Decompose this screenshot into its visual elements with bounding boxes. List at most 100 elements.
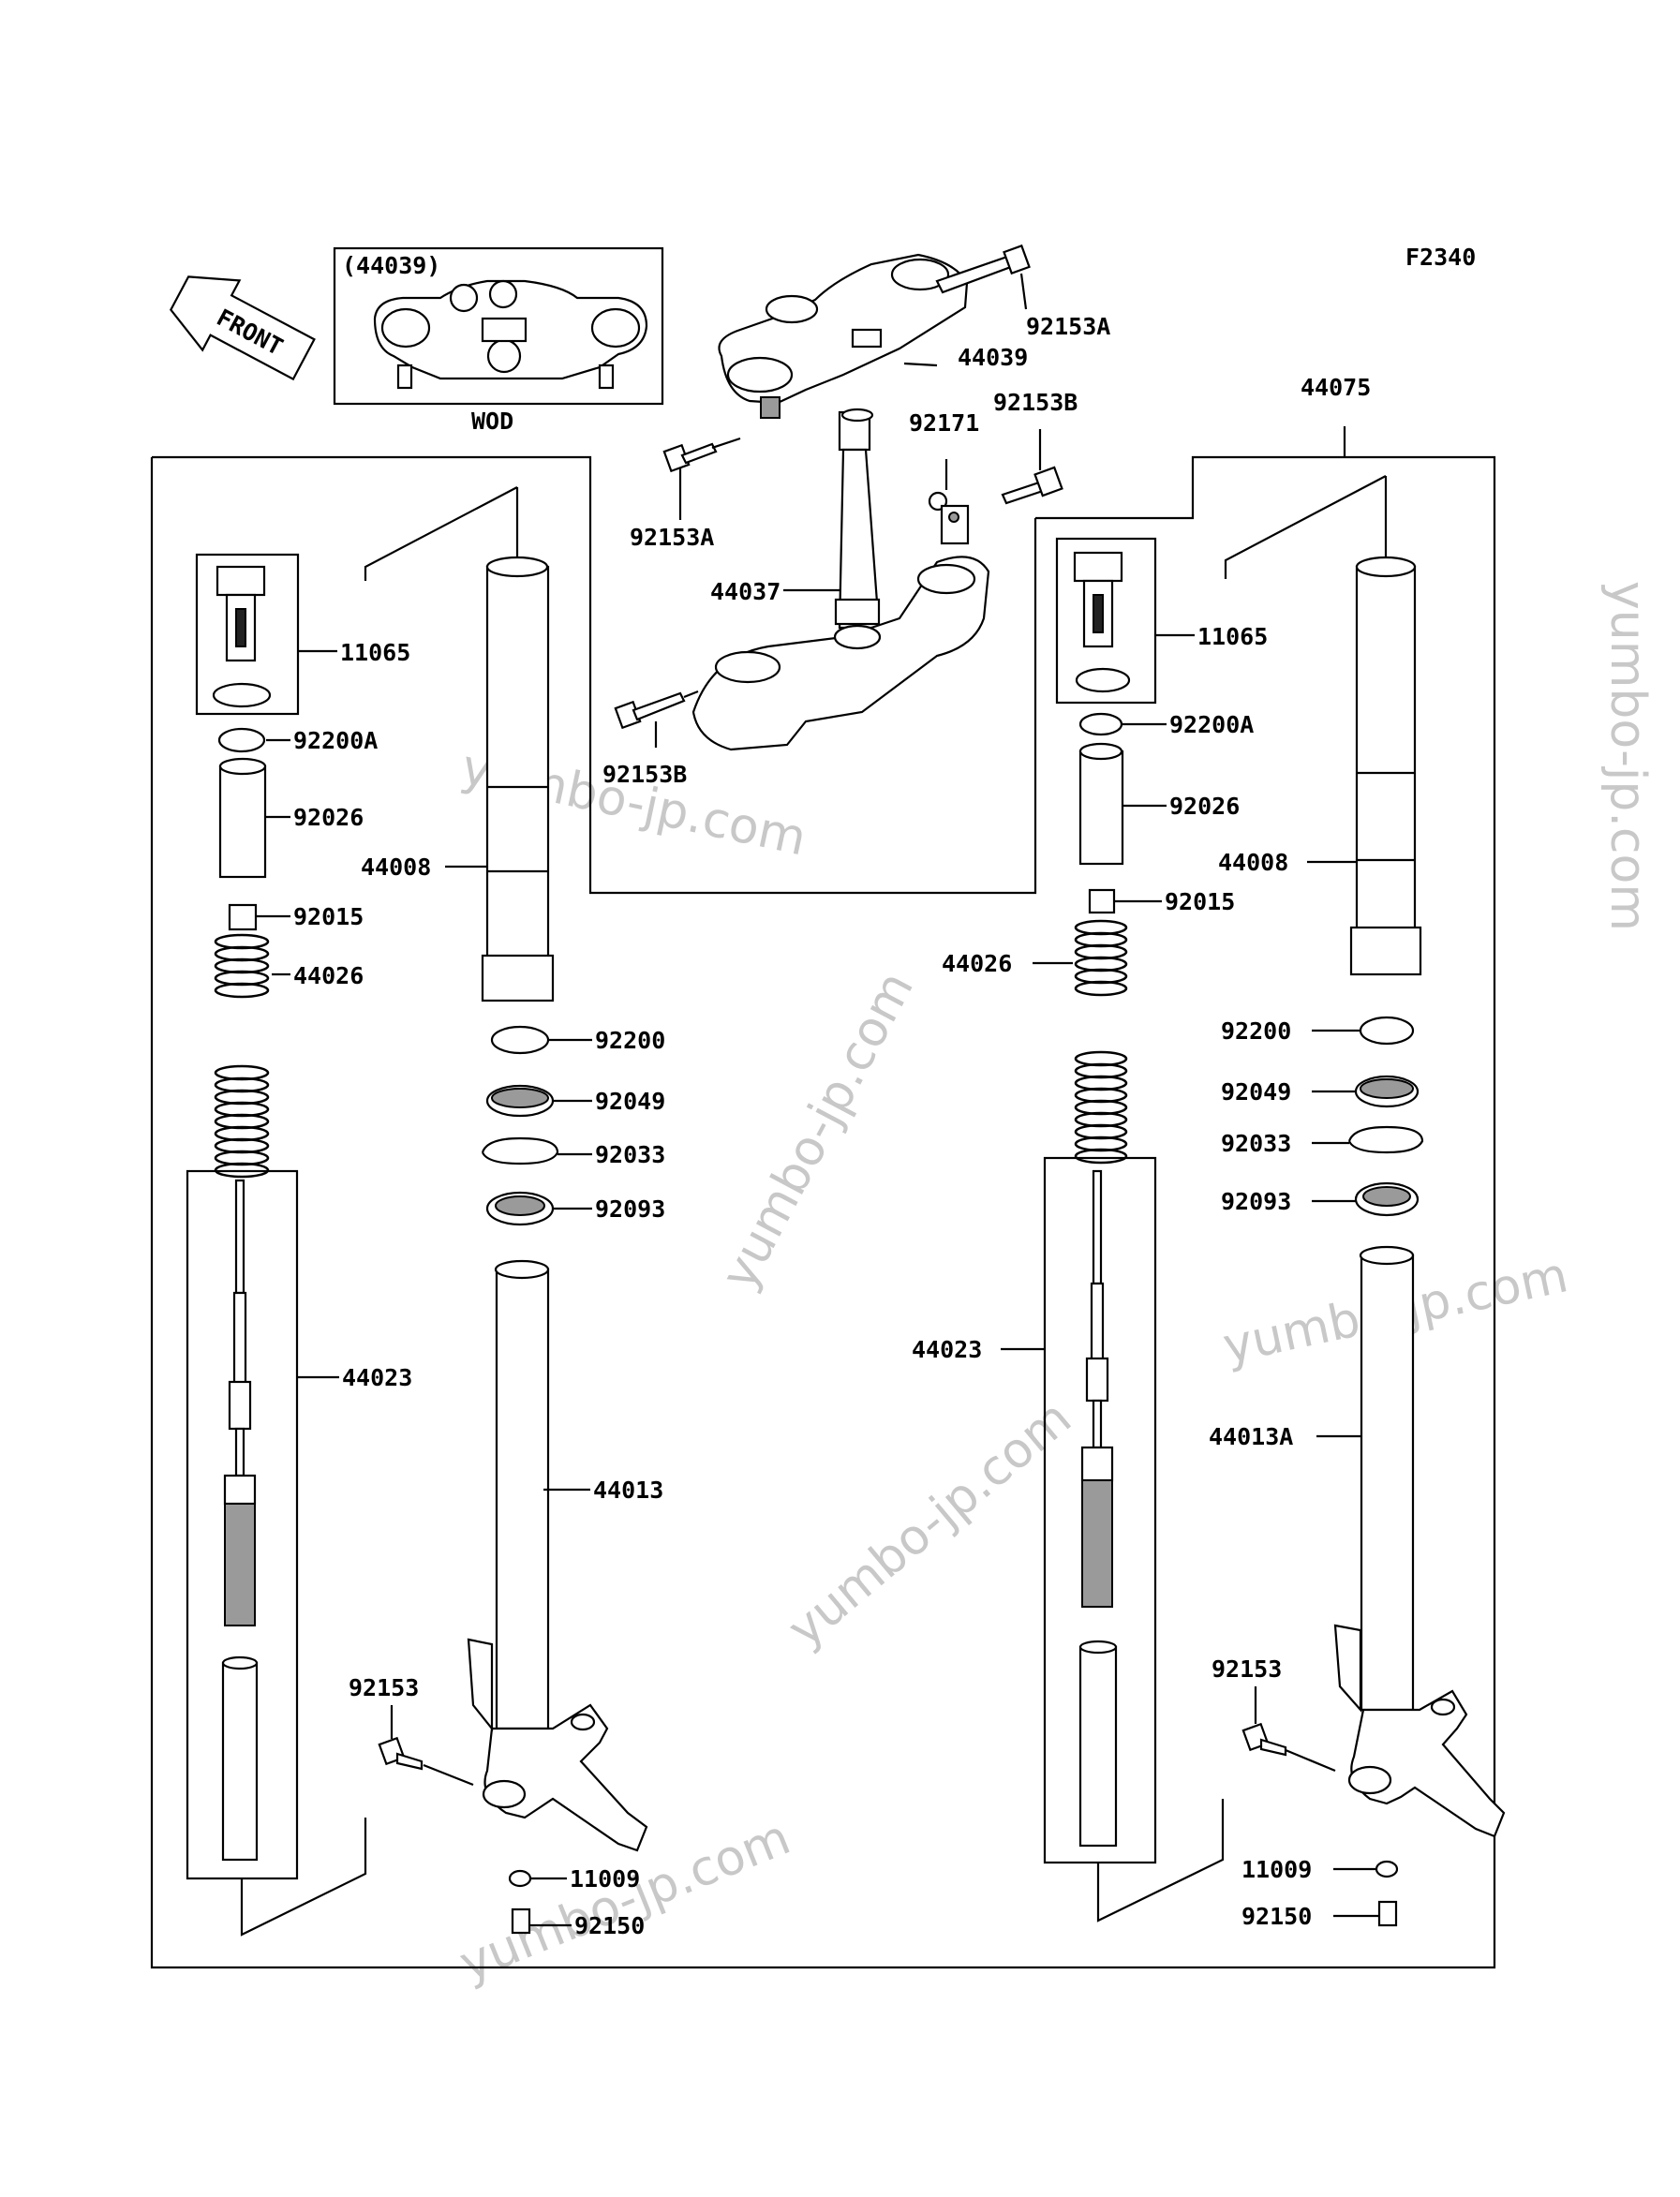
left-axle-holder-part [467, 1638, 648, 1852]
variant-label-bottom: WOD [471, 408, 513, 435]
leader-line [711, 437, 741, 450]
label-right-92033: 92033 [1221, 1130, 1291, 1157]
left-44023-box [186, 1169, 299, 1880]
right-92026-part [1078, 742, 1124, 866]
left-92153-bolt-part [378, 1736, 424, 1771]
left-44008-outer-tube-part [481, 556, 555, 1002]
watermark-text: yumbo-jp.com [778, 1390, 1082, 1658]
right-92200-part [1359, 1016, 1415, 1046]
right-92049-part [1354, 1075, 1420, 1108]
right-axle-holder-part [1333, 1624, 1506, 1838]
spring-coil [1074, 980, 1128, 997]
label-right-92153: 92153 [1212, 1655, 1282, 1683]
left-11065-box [195, 553, 300, 716]
label-92153B-left: 92153B [602, 761, 687, 788]
label-right-92026: 92026 [1169, 793, 1240, 820]
label-right-92015: 92015 [1165, 888, 1235, 915]
left-92200-part [490, 1025, 550, 1055]
left-92150-part [511, 1908, 531, 1935]
right-92153-bolt-part [1241, 1722, 1287, 1757]
label-right-44026: 44026 [942, 950, 1012, 977]
label-left-44008: 44008 [361, 854, 431, 881]
label-right-44013A: 44013A [1209, 1423, 1293, 1450]
diagram-code: F2340 [1405, 244, 1476, 271]
right-11065-box [1055, 537, 1157, 705]
part-labels: 92153A 44039 92171 92153B 44075 92153A 4… [293, 313, 1371, 1939]
label-right-11009: 11009 [1241, 1856, 1312, 1883]
right-92200A-part [1078, 712, 1123, 736]
leader-line [903, 362, 938, 367]
label-right-92093: 92093 [1221, 1188, 1291, 1215]
label-44075: 44075 [1301, 374, 1371, 401]
variant-box: (44039) WOD [333, 246, 664, 435]
left-assembly-frame [152, 455, 1037, 895]
leader-line [390, 1705, 474, 1787]
left-11009-part [508, 1869, 532, 1888]
left-92200A-part [217, 727, 266, 753]
label-left-92033: 92033 [595, 1141, 665, 1168]
label-right-92200: 92200 [1221, 1017, 1291, 1045]
front-arrow-icon: FRONT [170, 275, 316, 381]
label-left-92150: 92150 [574, 1912, 645, 1939]
leader-line [1224, 475, 1388, 579]
leader-line [1019, 273, 1028, 310]
clip-92171-part [928, 491, 970, 545]
left-92026-part [218, 757, 267, 879]
spring-coil [214, 982, 270, 999]
label-left-44013: 44013 [593, 1477, 663, 1504]
right-44013A-inner-tube-part [1359, 1245, 1415, 1712]
label-right-44008: 44008 [1218, 849, 1288, 876]
right-44008-outer-tube-part [1349, 556, 1422, 976]
label-44039: 44039 [958, 344, 1028, 371]
watermark-text: yumbo-jp.com [711, 963, 926, 1299]
bolt-92153A-top-part [935, 244, 1031, 294]
label-44037: 44037 [710, 578, 781, 605]
leader-line [364, 486, 519, 581]
label-left-92093: 92093 [595, 1195, 665, 1223]
left-92033-part [481, 1136, 559, 1165]
label-left-92015: 92015 [293, 903, 364, 930]
leader-line [683, 690, 699, 699]
bottom-yoke-part [691, 556, 990, 751]
label-right-44023: 44023 [912, 1336, 982, 1363]
right-92015-part [1088, 888, 1116, 914]
label-92153B-top: 92153B [993, 389, 1078, 416]
label-left-11065: 11065 [340, 639, 410, 666]
right-44023-box [1043, 1156, 1157, 1864]
outer-frame [150, 455, 1496, 1969]
right-92150-part [1377, 1900, 1398, 1927]
label-right-11065: 11065 [1197, 623, 1268, 650]
left-92049-part [485, 1084, 555, 1118]
label-92171: 92171 [909, 409, 979, 437]
top-clamp-variant-part [373, 279, 648, 390]
bolt-92153A-left-part [662, 442, 718, 473]
right-44026-spring-part [1074, 919, 1128, 1165]
leader-line [1254, 1686, 1336, 1773]
label-left-44026: 44026 [293, 962, 364, 989]
right-11009-part [1375, 1860, 1399, 1878]
label-left-92026: 92026 [293, 804, 364, 831]
left-92093-part [485, 1191, 555, 1226]
label-92153A-left: 92153A [630, 524, 714, 551]
leader-line [1096, 1799, 1225, 1922]
spring-coil [1074, 1148, 1128, 1165]
label-right-92150: 92150 [1241, 1903, 1312, 1930]
steering-stem-part [834, 408, 881, 630]
watermark-text: yumbo-jp.com [1599, 581, 1656, 931]
left-44013-inner-tube-part [494, 1259, 550, 1730]
right-92093-part [1354, 1181, 1420, 1217]
leader-line [240, 1818, 367, 1937]
label-left-92049: 92049 [595, 1088, 665, 1115]
top-clamp-part [718, 253, 969, 419]
label-left-92200: 92200 [595, 1027, 665, 1054]
label-right-92200A: 92200A [1169, 711, 1254, 738]
label-left-92200A: 92200A [293, 727, 378, 754]
bolt-92153B-left-part [614, 691, 686, 730]
bolt-92153B-top-part [1001, 466, 1063, 505]
label-left-92153: 92153 [349, 1674, 419, 1701]
label-left-11009: 11009 [570, 1865, 640, 1893]
left-44026-spring-part [214, 933, 270, 1179]
label-92153A-top: 92153A [1026, 313, 1110, 340]
label-left-44023: 44023 [342, 1364, 412, 1391]
